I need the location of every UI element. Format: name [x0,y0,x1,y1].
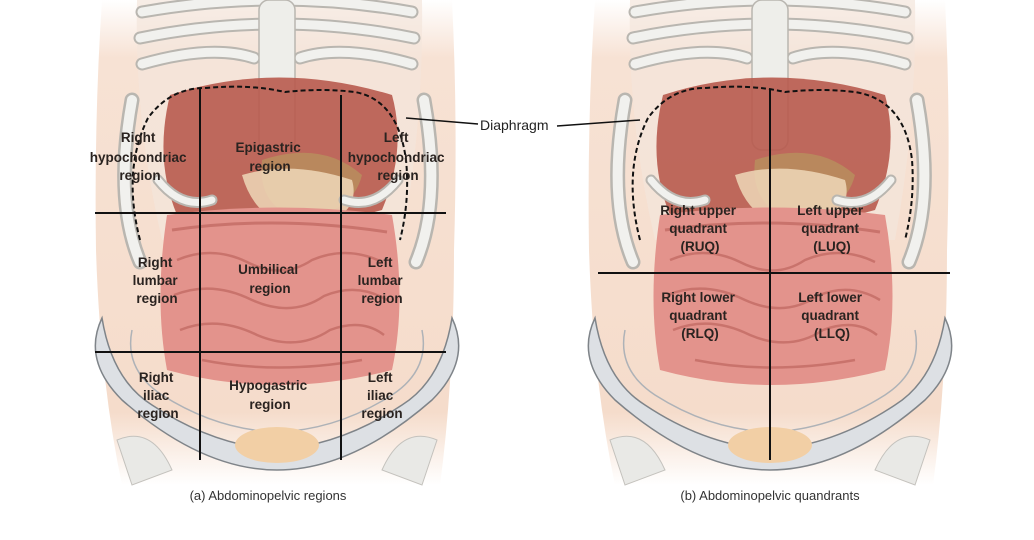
label-luq: Left upper quadrant (LUQ) [797,203,867,254]
label-left-iliac: Left iliac region [361,370,402,421]
label-ruq: Right upper quadrant (RUQ) [660,203,740,254]
diaphragm-callout: Diaphragm [405,117,641,133]
label-rlq: Right lower quadrant (RLQ) [661,290,738,341]
label-llq: Left lower quadrant (LLQ) [798,290,866,341]
diaphragm-leader-left [405,117,479,125]
label-left-lumbar: Left lumbar region [358,255,407,306]
diaphragm-outline-a [131,85,409,241]
label-right-lumbar: Right lumbar region [133,255,182,306]
label-right-hypochondriac: Right hypochondriac region [90,130,191,183]
figure-a: Right hypochondriac region Epigastric re… [90,0,459,503]
diaphragm-label: Diaphragm [480,117,548,133]
label-epigastric: Epigastric region [235,140,304,174]
caption-a: (a) Abdominopelvic regions [190,488,347,503]
diaphragm-leader-right [556,119,641,127]
label-hypogastric: Hypogastric region [229,378,311,412]
label-umbilical: Umbilical region [238,262,302,296]
figure-b: Right upper quadrant (RUQ) Left upper qu… [588,0,951,503]
diaphragm-outline-b [631,85,914,241]
label-left-hypochondriac: Left hypochondriac region [348,130,449,183]
caption-b: (b) Abdominopelvic quandrants [680,488,860,503]
label-right-iliac: Right iliac region [137,370,178,421]
